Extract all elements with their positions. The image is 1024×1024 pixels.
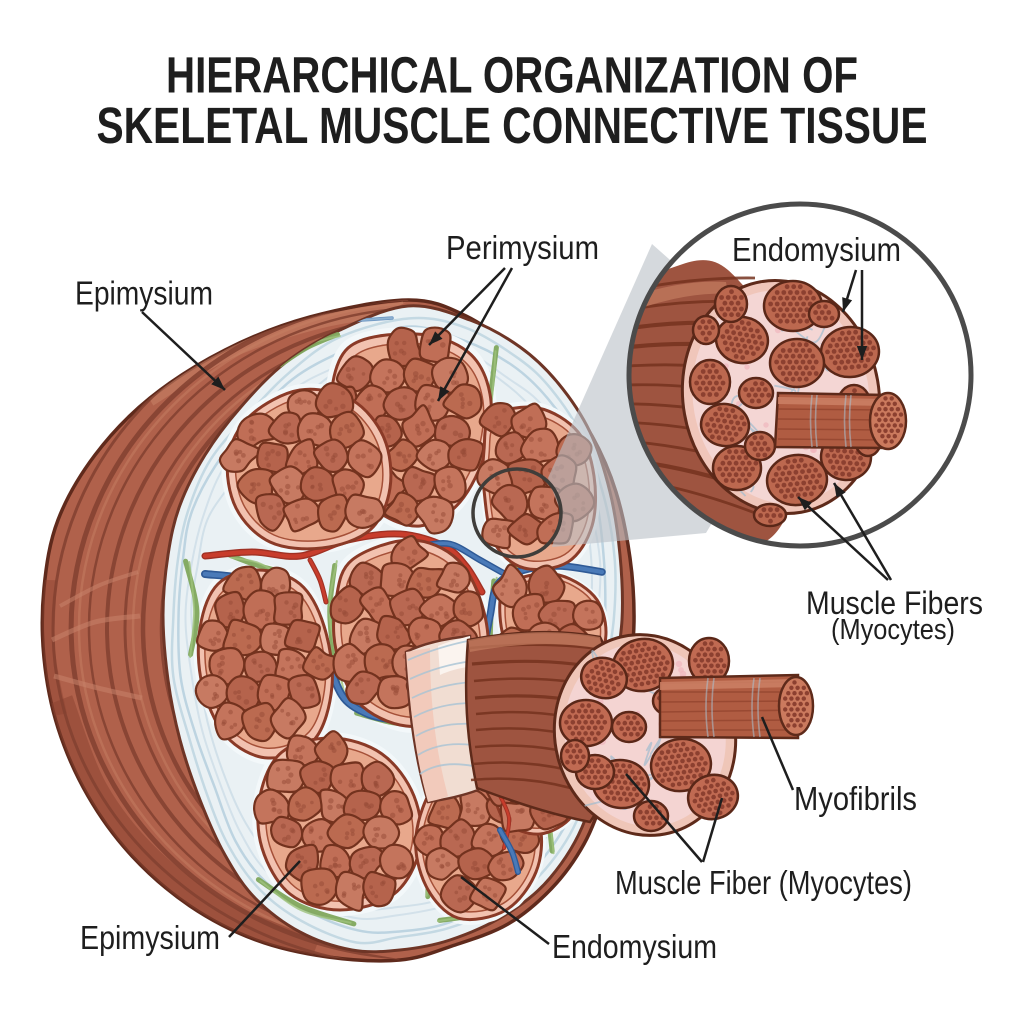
svg-text:Muscle Fiber (Myocytes): Muscle Fiber (Myocytes) xyxy=(615,864,912,901)
svg-text:Myofibrils: Myofibrils xyxy=(794,780,917,817)
svg-text:Perimysium: Perimysium xyxy=(446,229,599,266)
svg-text:Endomysium: Endomysium xyxy=(552,928,717,965)
svg-text:Muscle Fibers: Muscle Fibers xyxy=(806,585,983,621)
svg-text:(Myocytes): (Myocytes) xyxy=(831,614,955,646)
svg-text:Endomysium: Endomysium xyxy=(732,231,901,268)
svg-text:Epimysium: Epimysium xyxy=(75,275,213,312)
svg-text:HIERARCHICAL ORGANIZATION OF: HIERARCHICAL ORGANIZATION OF xyxy=(166,47,858,104)
svg-text:SKELETAL MUSCLE CONNECTIVE TIS: SKELETAL MUSCLE CONNECTIVE TISSUE xyxy=(97,97,928,154)
svg-text:Epimysium: Epimysium xyxy=(80,919,220,956)
